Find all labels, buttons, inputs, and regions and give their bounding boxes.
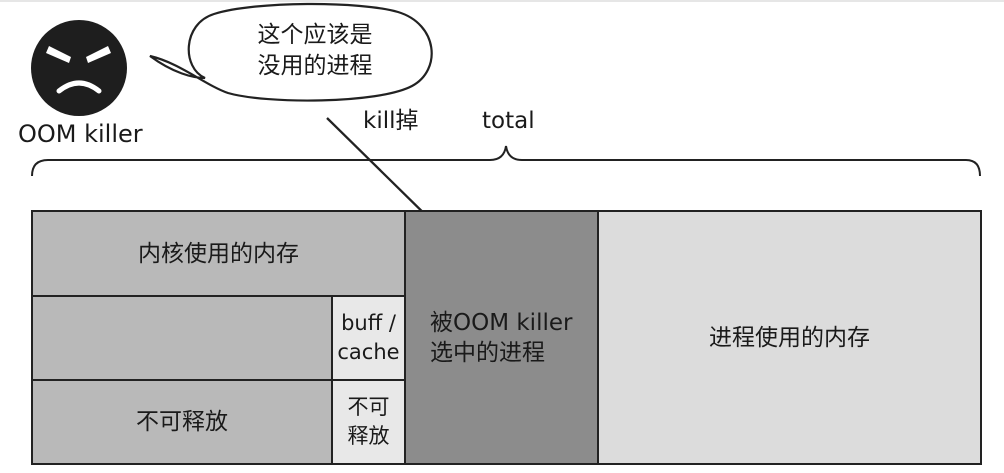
oom-selected-line-1: 被OOM killer: [430, 309, 573, 336]
buff-cache-line-1: buff /: [341, 311, 396, 335]
oom-selected-line-2: 选中的进程: [430, 339, 545, 366]
top-divider: [0, 0, 1004, 2]
non-releasable-block: 不可释放: [31, 379, 333, 465]
oom-selected-text: 被OOM killer 选中的进程: [430, 308, 572, 368]
process-memory-label: 进程使用的内存: [709, 324, 870, 351]
kill-label: kill掉: [363, 108, 419, 134]
speech-bubble-text: 这个应该是 没用的进程: [200, 20, 430, 82]
non-releasable-small-line-2: 释放: [347, 424, 390, 448]
process-memory-block: 进程使用的内存: [597, 210, 982, 465]
non-releasable-label: 不可释放: [136, 409, 228, 435]
buff-cache-block: buff / cache: [331, 295, 406, 381]
non-releasable-small-line-1: 不可: [347, 395, 390, 419]
oom-selected-process-block: 被OOM killer 选中的进程: [404, 210, 599, 465]
kernel-memory-label: 内核使用的内存: [138, 240, 299, 267]
oom-killer-label: OOM killer: [18, 120, 143, 148]
speech-line-2: 没用的进程: [257, 53, 373, 79]
buff-cache-line-2: cache: [337, 340, 400, 364]
kernel-releasable-block: [31, 295, 333, 381]
non-releasable-small-block: 不可 释放: [331, 379, 406, 465]
angry-face-icon: [31, 20, 127, 116]
speech-line-1: 这个应该是: [257, 22, 373, 48]
total-brace: [31, 145, 981, 177]
total-label: total: [482, 108, 535, 134]
kernel-memory-block: 内核使用的内存: [31, 210, 406, 297]
buff-cache-text: buff / cache: [337, 309, 399, 367]
non-releasable-small-text: 不可 释放: [348, 393, 390, 451]
speech-bubble: [149, 2, 433, 102]
